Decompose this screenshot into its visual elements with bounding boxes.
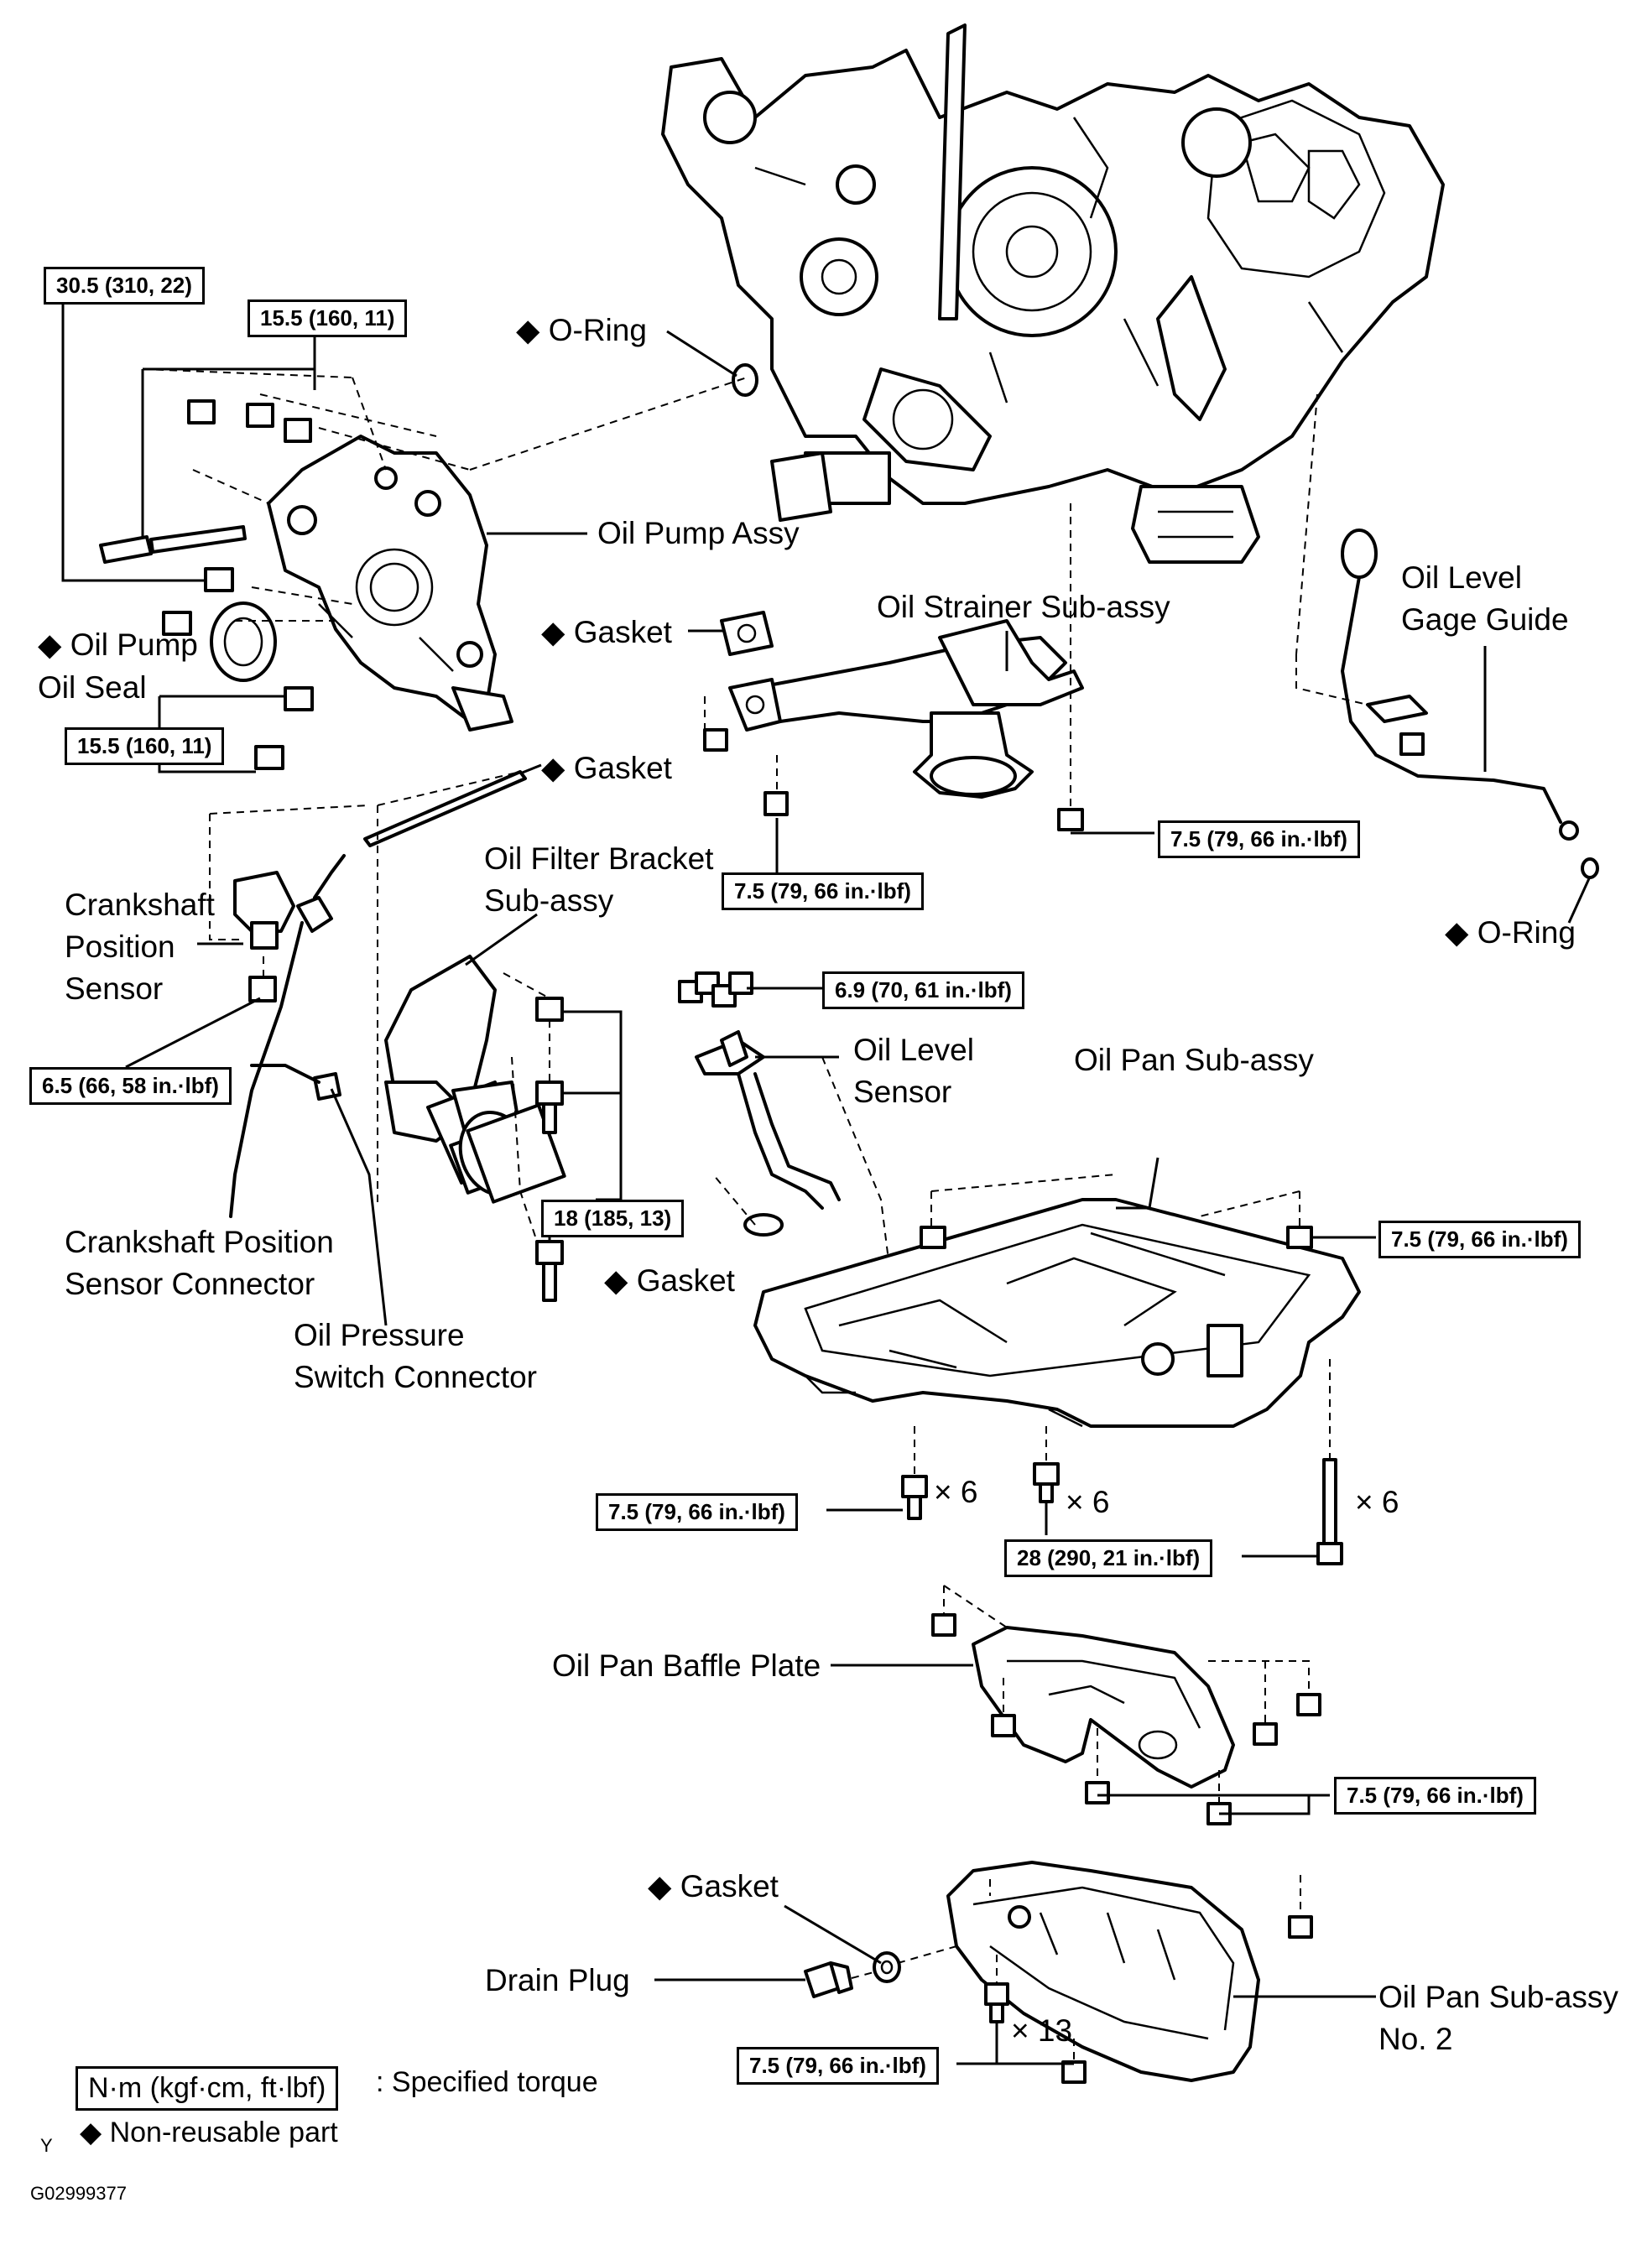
gasket-drain [873, 1951, 901, 1983]
label-oil-strainer: Oil Strainer Sub-assy [877, 590, 1170, 624]
oil-pump-oil-seal [210, 601, 277, 682]
label-oil-level-gage-guide-line2: Gage Guide [1401, 602, 1569, 637]
label-oil-pump-oil-seal-line1: ◆ Oil Pump [38, 627, 198, 662]
label-oil-level-gage-guide-line1: Oil Level [1401, 560, 1522, 595]
legend-non-reusable: ◆ Non-reusable part [80, 2117, 338, 2148]
oil-level-sensor [678, 971, 841, 1237]
label-crank-connector-line1: Crankshaft Position [65, 1225, 334, 1259]
label-oil-pump-oil-seal-line2: Oil Seal [38, 670, 147, 705]
crankshaft-position-sensor [233, 871, 295, 1002]
count-oil-pan-bolt-middle: × 6 [1066, 1485, 1110, 1519]
oil-pan-sub-assy-no2 [946, 1861, 1260, 2082]
label-oil-pressure-line1: Oil Pressure [294, 1318, 465, 1352]
label-gasket-filter: ◆ Gasket [541, 751, 672, 785]
count-oil-pan-long-bolt: × 6 [1355, 1485, 1399, 1519]
count-oil-pan-no2-bolts: × 13 [1011, 2013, 1073, 2048]
oil-pan-sub-assy [753, 1198, 1361, 1428]
torque-box-pump-top-bolts: 15.5 (160, 11) [248, 299, 408, 337]
count-oil-pan-bolt-left: × 6 [934, 1475, 978, 1509]
torque-box-strainer-bolt: 7.5 (79, 66 in.·lbf) [1158, 820, 1360, 858]
torque-box-baffle-plate: 7.5 (79, 66 in.·lbf) [1334, 1777, 1536, 1815]
label-gasket-strainer: ◆ Gasket [541, 615, 672, 649]
label-oil-filter-bracket-line1: Oil Filter Bracket [484, 841, 714, 876]
torque-box-crank-sensor: 6.5 (66, 58 in.·lbf) [29, 1067, 232, 1105]
drain-plug [804, 1961, 853, 1998]
label-drain-plug: Drain Plug [485, 1963, 630, 1997]
label-gasket-sensor: ◆ Gasket [604, 1263, 735, 1298]
label-crank-sensor-line3: Sensor [65, 971, 164, 1006]
label-crank-sensor-line2: Position [65, 930, 175, 964]
oil-filter-bracket [384, 955, 566, 1204]
torque-box-filter-bracket: 18 (185, 13) [541, 1200, 685, 1237]
label-o-ring-top: ◆ O-Ring [516, 313, 647, 347]
figure-id: G02999377 [30, 2183, 127, 2204]
torque-box-oil-level-sensor: 6.9 (70, 61 in.·lbf) [822, 971, 1024, 1009]
torque-box-strainer-nut: 7.5 (79, 66 in.·lbf) [722, 872, 924, 910]
oil-level-gage-guide [1341, 529, 1599, 879]
label-oil-pressure-line2: Switch Connector [294, 1360, 537, 1394]
gasket-strainer [720, 611, 774, 656]
gasket-filter [363, 770, 527, 847]
engine-block [661, 23, 1445, 564]
y-mark: Y [40, 2135, 53, 2156]
label-oil-filter-bracket-line2: Sub-assy [484, 883, 614, 918]
label-oil-level-sensor-line1: Oil Level [853, 1033, 974, 1067]
label-crank-sensor-line1: Crankshaft [65, 888, 215, 922]
torque-box-oil-pan-bolt-left: 7.5 (79, 66 in.·lbf) [596, 1493, 798, 1531]
legend-torque-unit-box: N·m (kgf·cm, ft·lbf) [76, 2066, 339, 2111]
label-o-ring-gage: ◆ O-Ring [1445, 915, 1576, 950]
label-oil-pump-assy: Oil Pump Assy [597, 516, 800, 550]
torque-box-oil-pan-nut: 7.5 (79, 66 in.·lbf) [1378, 1221, 1581, 1258]
torque-box-oil-pan-long-bolt: 28 (290, 21 in.·lbf) [1004, 1539, 1213, 1577]
label-gasket-drain: ◆ Gasket [648, 1869, 779, 1903]
label-crank-connector-line2: Sensor Connector [65, 1267, 315, 1301]
torque-box-pump-lower-bolts: 15.5 (160, 11) [65, 727, 225, 765]
oil-strainer [728, 619, 1084, 799]
torque-box-pump-long-bolt: 30.5 (310, 22) [44, 267, 205, 305]
o-ring-top [732, 363, 758, 397]
label-oil-level-sensor-line2: Sensor [853, 1075, 952, 1109]
oil-pump-bolts [99, 399, 314, 770]
torque-box-oil-pan-no2: 7.5 (79, 66 in.·lbf) [737, 2047, 939, 2085]
label-oil-pan: Oil Pan Sub-assy [1074, 1043, 1314, 1077]
label-baffle-plate: Oil Pan Baffle Plate [552, 1648, 821, 1683]
oil-pan-bolts [901, 1458, 1343, 1565]
label-oil-pan-no2-line1: Oil Pan Sub-assy [1378, 1980, 1618, 2014]
oil-pump-assy [267, 435, 513, 732]
legend-torque-unit-text: : Specified torque [376, 2066, 598, 2098]
oil-pan-baffle-plate [972, 1626, 1235, 1789]
label-oil-pan-no2-line2: No. 2 [1378, 2022, 1453, 2056]
